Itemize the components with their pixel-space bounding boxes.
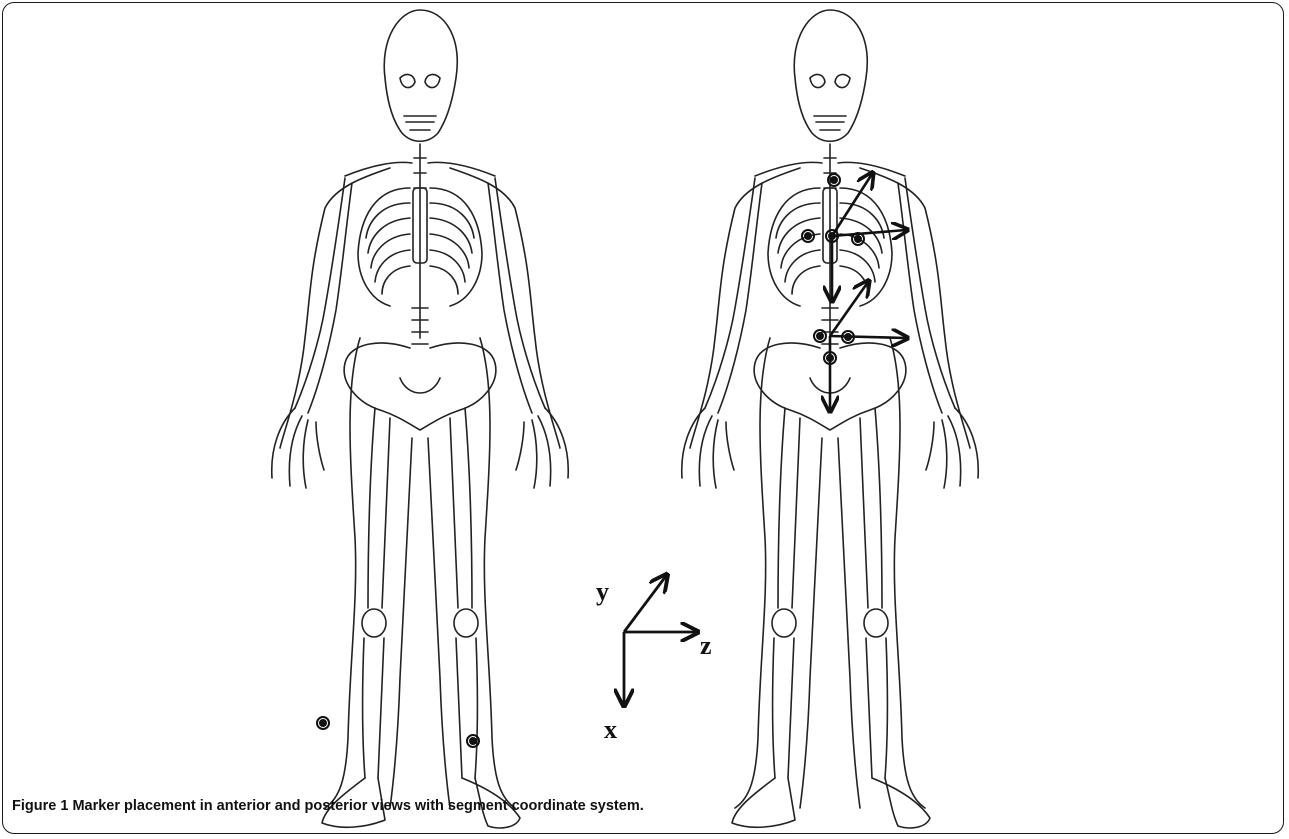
caption-text: Marker placement in anterior and posteri… xyxy=(72,798,643,814)
axis-label-z: z xyxy=(700,631,712,660)
pelvis-axes xyxy=(830,282,906,410)
axis-label-y: y xyxy=(596,577,609,606)
marker-pelvis-left xyxy=(814,330,826,342)
caption-label: Figure 1 xyxy=(12,798,68,814)
anterior-skeleton xyxy=(272,10,569,828)
marker-scapula-left xyxy=(802,230,814,242)
legend-axes xyxy=(624,576,696,704)
posterior-skeleton xyxy=(682,10,979,828)
figure-caption: Figure 1 Marker placement in anterior an… xyxy=(12,798,644,814)
axis-label-x: x xyxy=(604,715,617,744)
thorax-axes xyxy=(832,174,906,300)
marker-ankle-left xyxy=(317,717,329,729)
